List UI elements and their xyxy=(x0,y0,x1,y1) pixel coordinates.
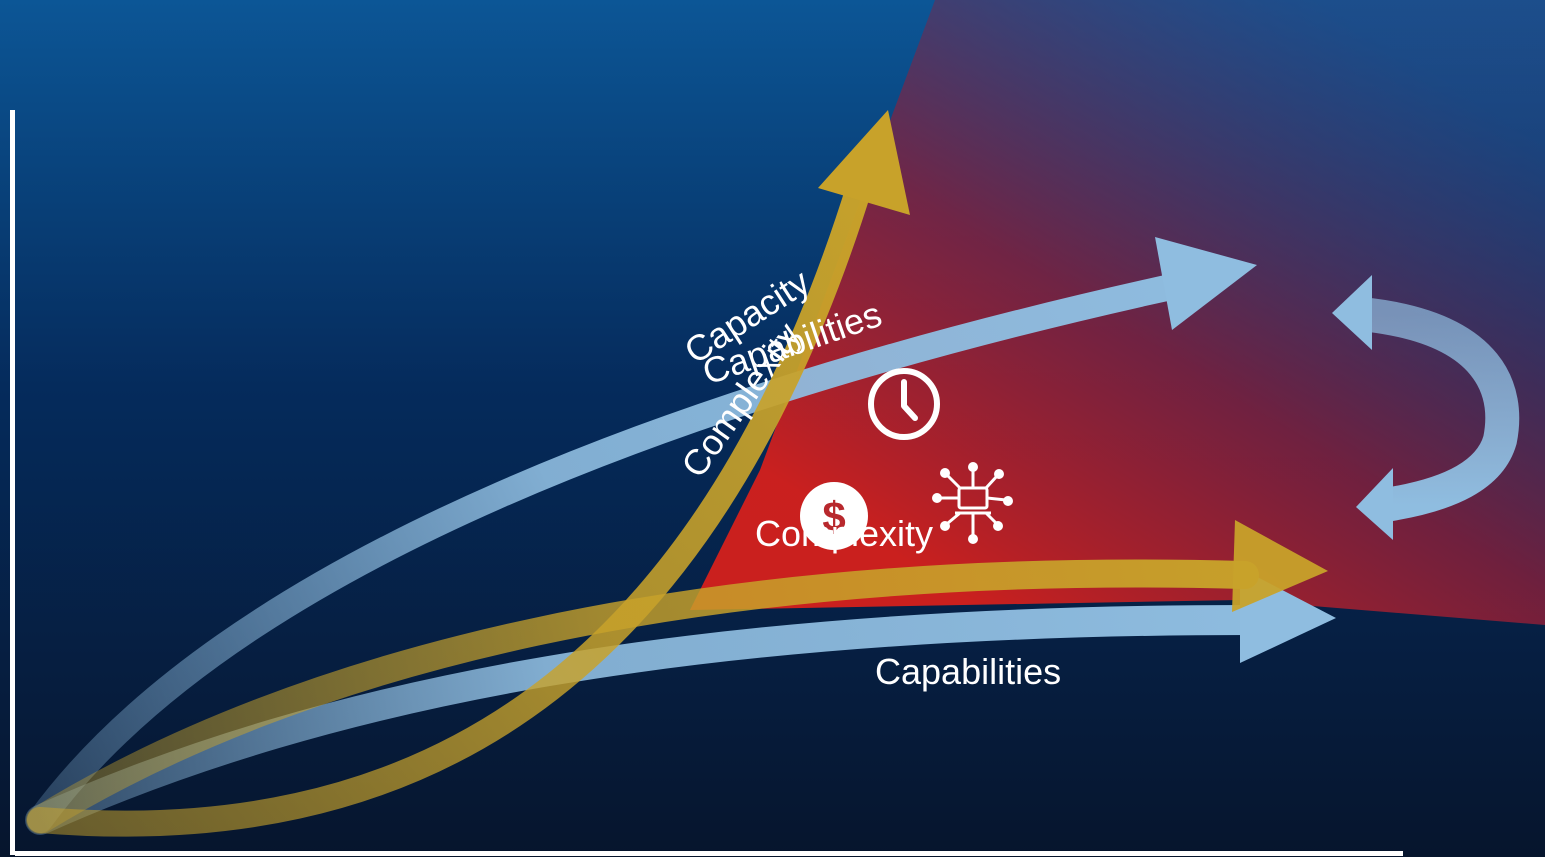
capabilities-lower-arrow-shaft xyxy=(25,605,1265,835)
cycle-arrow-shaft xyxy=(1367,298,1520,522)
complexity-gold-arrow-shaft xyxy=(26,559,1259,834)
capabilities-upper-arrow-shaft xyxy=(27,272,1193,833)
capacity-gold-arrow-head xyxy=(818,110,910,215)
cycle-arrow-head-top xyxy=(1332,275,1372,350)
cycle-arrow-head-bottom xyxy=(1356,468,1393,540)
network-computer-icon xyxy=(932,462,1013,544)
capabilities-lower-label: Capabilities xyxy=(875,651,1061,692)
svg-text:$: $ xyxy=(822,493,845,540)
complexity-mid-label: Complexity xyxy=(755,513,933,554)
clock-icon xyxy=(868,368,940,440)
x-axis-line xyxy=(15,851,1403,856)
dollar-icon: $ xyxy=(800,482,868,550)
complexity-gold-arrow-head xyxy=(1232,520,1328,612)
y-axis-line xyxy=(10,110,15,855)
complexity-wedge xyxy=(690,0,1545,625)
capabilities-upper-arrow-head xyxy=(1155,237,1257,330)
capacity-gold-arrow-shaft xyxy=(27,172,873,837)
